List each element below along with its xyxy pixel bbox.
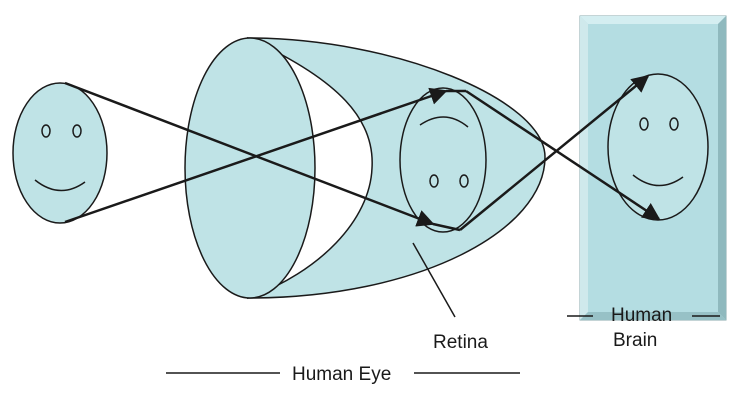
ray-top-to-bottom xyxy=(64,81,435,227)
object-face-icon xyxy=(12,82,108,224)
ray-to-brain-top xyxy=(459,74,650,231)
brain-image-icon xyxy=(607,73,709,221)
human-eye-label: Human Eye xyxy=(292,364,391,385)
human-brain-label-line1: Human xyxy=(611,305,672,326)
retina-pointer-line xyxy=(412,242,456,318)
retina-image-icon xyxy=(399,87,487,233)
light-rays xyxy=(64,74,661,232)
ray-bottom-to-top xyxy=(64,87,448,224)
ray-to-brain-bottom xyxy=(465,89,661,221)
retina-label: Retina xyxy=(433,332,488,353)
human-brain-label-line2: Brain xyxy=(613,330,657,351)
ray-retina-bottom-out xyxy=(432,222,461,232)
eye-lens xyxy=(184,37,316,299)
eye-body xyxy=(184,36,546,300)
